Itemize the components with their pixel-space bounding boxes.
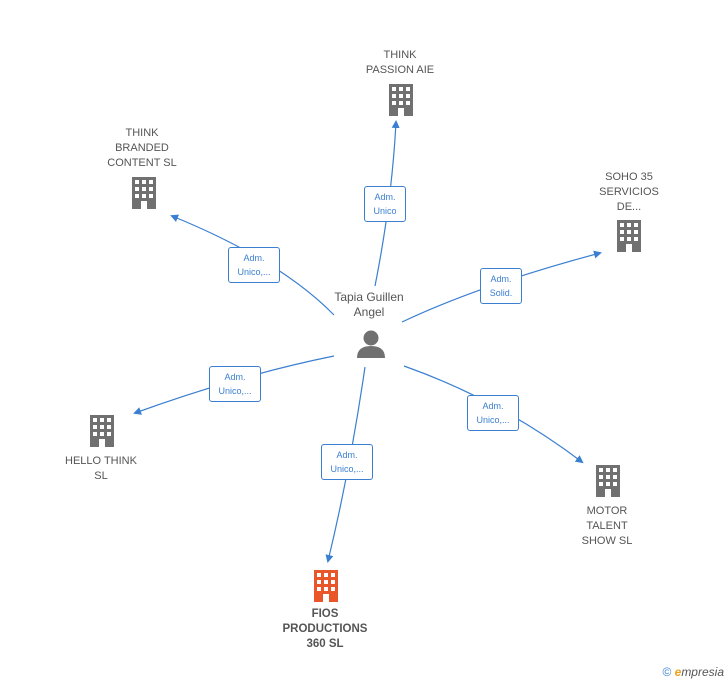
node-label-soho35[interactable]: SOHO 35 SERVICIOS DE... [599,171,659,213]
center-person-name[interactable]: Tapia Guillen Angel [334,290,404,319]
node-label-think-branded[interactable]: THINK BRANDED CONTENT SL [107,127,177,169]
edge-badge-fios[interactable]: Adm. Unico,... [321,444,373,480]
edge-badge-think-passion[interactable]: Adm. Unico [364,186,406,222]
edge-badge-think-branded[interactable]: Adm. Unico,... [228,247,280,283]
node-label-fios[interactable]: FIOS PRODUCTIONS 360 SL [282,608,368,650]
building-icon-highlight[interactable] [314,570,338,602]
building-icon[interactable] [389,84,413,116]
node-label-think-passion[interactable]: THINK PASSION AIE [365,49,435,76]
node-label-motor-talent[interactable]: MOTOR TALENT SHOW SL [581,505,633,547]
brand-watermark: © empresia [662,665,724,679]
edge-badge-hello-think[interactable]: Adm. Unico,... [209,366,261,402]
building-icon[interactable] [617,220,641,252]
building-icon[interactable] [596,465,620,497]
copyright-symbol: © [662,665,672,679]
node-label-hello-think[interactable]: HELLO THINK SL [65,455,137,482]
building-icon[interactable] [90,415,114,447]
edge-badge-motor-talent[interactable]: Adm. Unico,... [467,395,519,431]
brand-name: mpresia [681,665,724,679]
edge-badge-soho35[interactable]: Adm. Solid. [480,268,522,304]
building-icon[interactable] [132,177,156,209]
brand-initial: e [674,665,682,679]
person-icon[interactable] [357,330,385,359]
